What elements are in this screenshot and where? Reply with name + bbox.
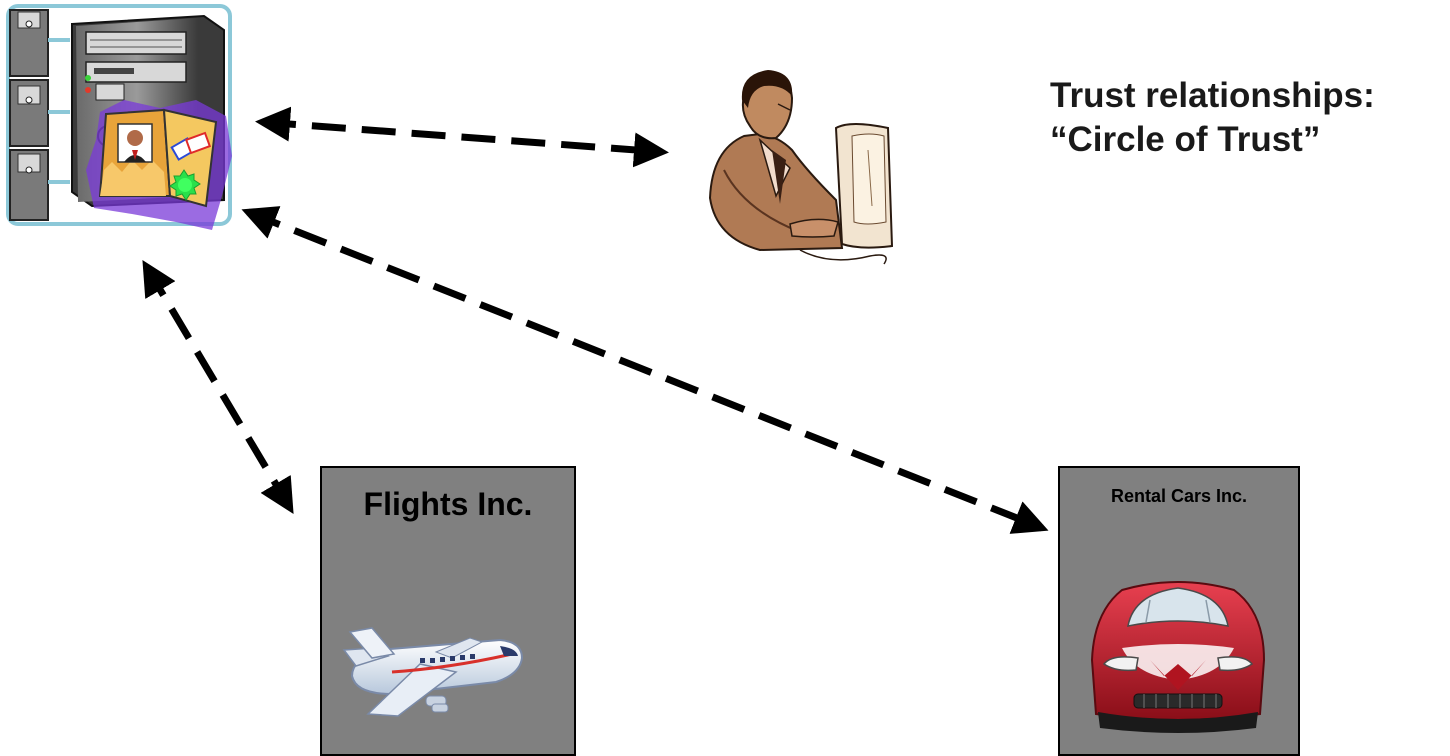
server-with-id-card-icon: [8, 6, 232, 230]
arrow-server-flights: [146, 266, 290, 508]
arrow-server-rental-cars: [248, 212, 1042, 528]
arrow-server-user: [262, 122, 662, 152]
title-line-1: Trust relationships:: [1050, 76, 1375, 116]
car-icon: [1092, 582, 1264, 733]
title-line-2: “Circle of Trust”: [1050, 120, 1320, 160]
person-at-computer-icon: [710, 70, 892, 264]
airplane-icon: [344, 628, 522, 716]
